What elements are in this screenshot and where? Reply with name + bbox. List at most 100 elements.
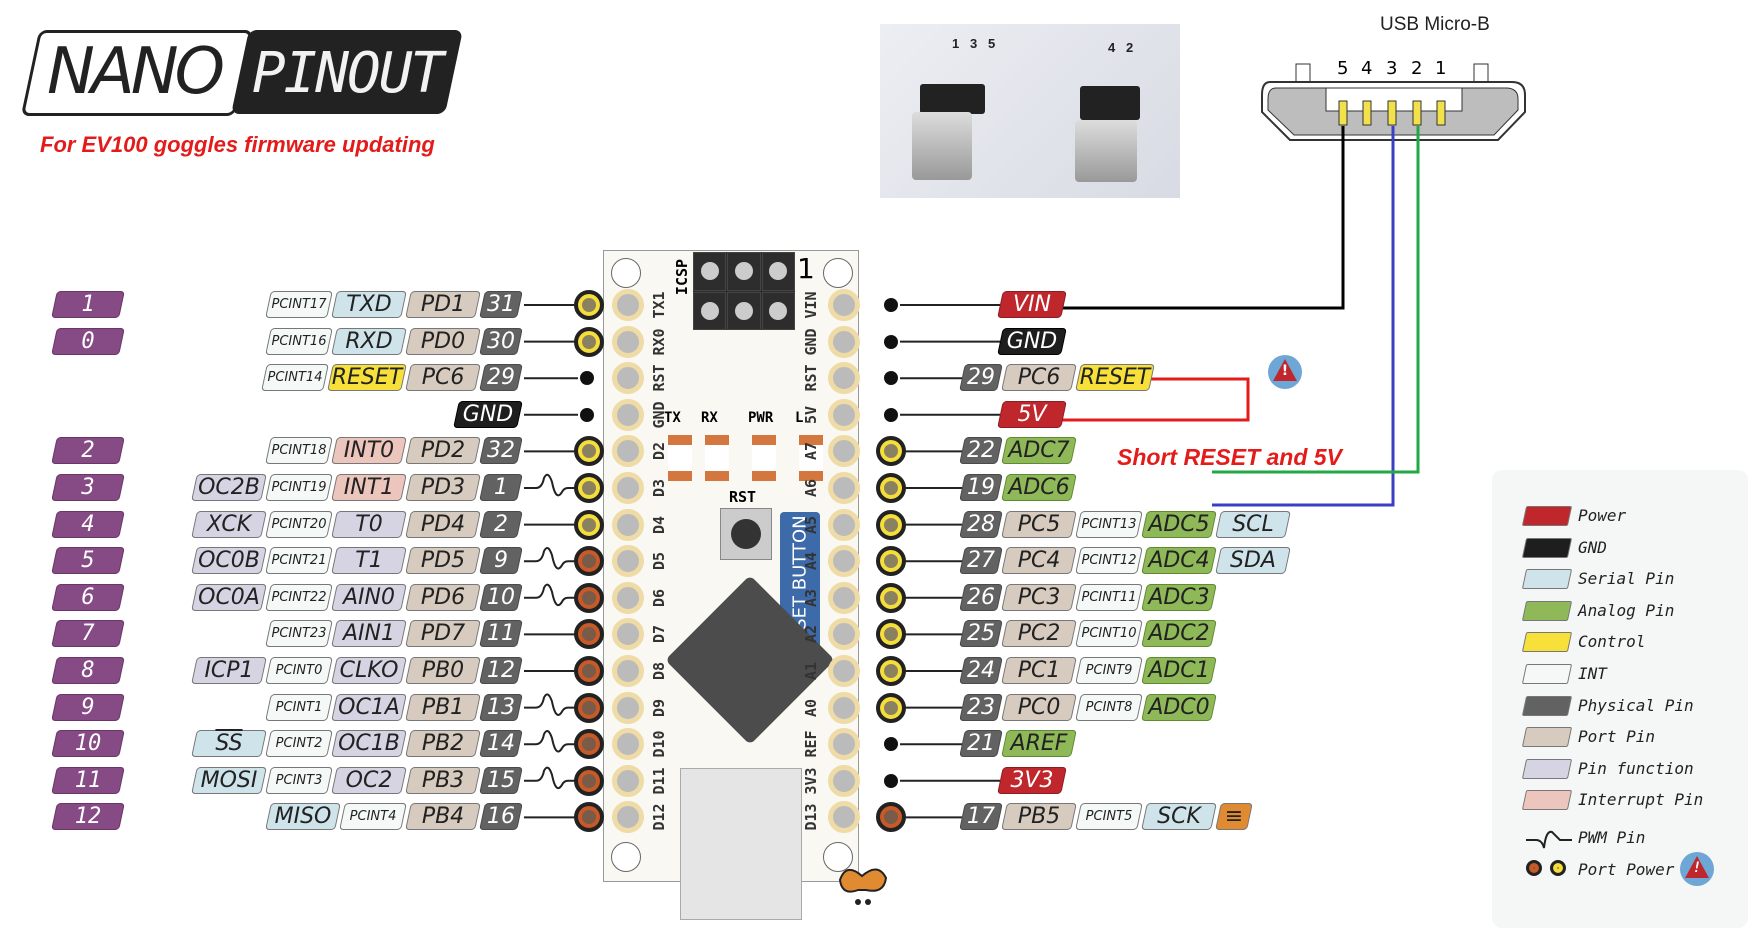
header-hole-icon bbox=[612, 618, 644, 651]
pin-tag-port: PC2 bbox=[1001, 620, 1077, 648]
sda-wire bbox=[1212, 126, 1395, 507]
pin-lead-line bbox=[524, 730, 578, 753]
usb-micro-b-title: USB Micro-B bbox=[1380, 14, 1490, 35]
pin-tag-int: PCINT8 bbox=[1075, 693, 1143, 721]
pin-tag-serial: SDA bbox=[1215, 547, 1291, 575]
pin-tag-intr: INT1 bbox=[331, 474, 407, 501]
silk-label: A2 bbox=[802, 625, 820, 644]
short-reset-5v-note: Short RESET and 5V bbox=[1117, 444, 1342, 470]
pin-tag-phys: 12 bbox=[479, 657, 523, 684]
pin-tag-port: PB5 bbox=[1001, 803, 1077, 831]
logo-pinout-text: PINOUT bbox=[251, 41, 444, 106]
usb-pin-number: 5 bbox=[1337, 58, 1349, 79]
pin-dot-icon bbox=[884, 334, 898, 349]
legend-swatch bbox=[1521, 537, 1573, 558]
mount-hole-icon bbox=[823, 842, 853, 872]
header-hole-icon bbox=[828, 325, 860, 358]
pin-tag-port: PB4 bbox=[405, 803, 481, 831]
pin-tag-phys: 29 bbox=[479, 364, 523, 392]
silk-label: A0 bbox=[802, 698, 820, 717]
warning-icon bbox=[1268, 355, 1302, 389]
pin-tag-int: PCINT9 bbox=[1075, 657, 1143, 684]
header-hole-icon bbox=[612, 362, 644, 395]
silk-label: GND bbox=[650, 401, 668, 429]
pin-tag-int: PCINT20 bbox=[265, 510, 333, 538]
silk-label: A3 bbox=[802, 588, 820, 607]
silk-label: D9 bbox=[650, 698, 668, 717]
digital-pin-badge: 7 bbox=[51, 620, 125, 648]
pin-dot-icon bbox=[580, 371, 594, 386]
pin-lead-line bbox=[524, 547, 578, 570]
pin-tag-serial: RXD bbox=[331, 327, 407, 355]
pin-tag-ctrl: RESET bbox=[1075, 364, 1155, 392]
legend-swatch bbox=[1521, 569, 1573, 590]
header-hole-icon bbox=[828, 545, 860, 578]
port-power-icon bbox=[876, 619, 906, 650]
pin-tag-func: XCK bbox=[191, 510, 267, 538]
usb-pin-number: 3 bbox=[1386, 58, 1398, 79]
port-power-icon bbox=[876, 509, 906, 540]
silk-label: RX0 bbox=[650, 328, 668, 356]
pin-tag-port: PD5 bbox=[405, 547, 481, 575]
silk-label: D3 bbox=[650, 478, 668, 498]
digital-pin-badge: 8 bbox=[51, 657, 125, 684]
silk-label: D4 bbox=[650, 515, 668, 534]
pin-tag-serial: SS bbox=[191, 730, 267, 758]
pin-tag-analog: ADC0 bbox=[1141, 693, 1217, 721]
pwm-wave-icon bbox=[1526, 830, 1572, 849]
digital-pin-badge: 9 bbox=[51, 693, 125, 721]
pin-tag-orange: ≡ bbox=[1215, 803, 1253, 831]
usb-contact bbox=[1412, 100, 1422, 126]
pin-tag-port: PD4 bbox=[405, 510, 481, 538]
reset-button[interactable] bbox=[720, 508, 772, 560]
header-hole-icon bbox=[612, 728, 644, 761]
port-power-icon bbox=[574, 290, 604, 320]
pin-tag-port: PB3 bbox=[405, 766, 481, 794]
usb-plug-photo: 1 3 5 4 2 bbox=[880, 24, 1180, 198]
pin-tag-port: PC4 bbox=[1001, 547, 1077, 575]
pin-tag-port: PC3 bbox=[1001, 583, 1077, 611]
header-hole-icon bbox=[828, 362, 860, 395]
header-hole-icon bbox=[612, 545, 644, 578]
pin-tag-analog: ADC6 bbox=[1001, 474, 1077, 501]
pin-tag-power: VIN bbox=[997, 291, 1067, 318]
pin-tag-port: PD6 bbox=[405, 583, 481, 611]
port-power-icon bbox=[574, 546, 604, 577]
legend-swatch bbox=[1521, 632, 1573, 653]
silk-label: A6 bbox=[802, 478, 820, 498]
port-power-icon bbox=[574, 326, 604, 357]
icsp-pin1-label: 1 bbox=[797, 252, 815, 285]
pin-tag-port: PC1 bbox=[1001, 657, 1077, 684]
pin-tag-func: OC0A bbox=[191, 583, 267, 611]
photo-pin-4: 4 bbox=[1108, 40, 1116, 55]
legend-swatch bbox=[1521, 790, 1573, 811]
pin-tag-port: PC5 bbox=[1001, 510, 1077, 538]
led-label: L bbox=[795, 410, 804, 426]
pin-tag-phys: 30 bbox=[479, 327, 523, 355]
usb-contact bbox=[1338, 100, 1348, 126]
pin-tag-serial: TXD bbox=[331, 291, 407, 318]
pin-tag-int: PCINT10 bbox=[1075, 620, 1143, 648]
pin-tag-phys: 25 bbox=[959, 620, 1003, 648]
usb-contact bbox=[1362, 100, 1372, 126]
header-hole-icon bbox=[612, 764, 644, 797]
header-hole-icon bbox=[828, 691, 860, 724]
legend-swatch bbox=[1521, 506, 1573, 526]
pin-tag-analog: ADC7 bbox=[1001, 437, 1077, 465]
pin-tag-int: PCINT16 bbox=[265, 327, 333, 355]
silk-label: REF bbox=[802, 730, 820, 758]
pin-tag-gnd: GND bbox=[453, 400, 523, 428]
pin-tag-serial: MOSI bbox=[191, 766, 267, 794]
port-power-icon bbox=[876, 473, 906, 503]
scl-wire bbox=[1212, 126, 1420, 474]
header-hole-icon bbox=[828, 508, 860, 541]
silk-label: VIN bbox=[802, 291, 820, 319]
silk-label: RST bbox=[802, 364, 820, 392]
pin-tag-func: AIN0 bbox=[331, 583, 407, 611]
led-icon bbox=[799, 435, 823, 481]
pin-tag-phys: 28 bbox=[959, 510, 1003, 538]
digital-pin-badge: 6 bbox=[51, 583, 125, 611]
pin-lead-line bbox=[524, 693, 578, 716]
pin-tag-int: PCINT18 bbox=[265, 437, 333, 465]
